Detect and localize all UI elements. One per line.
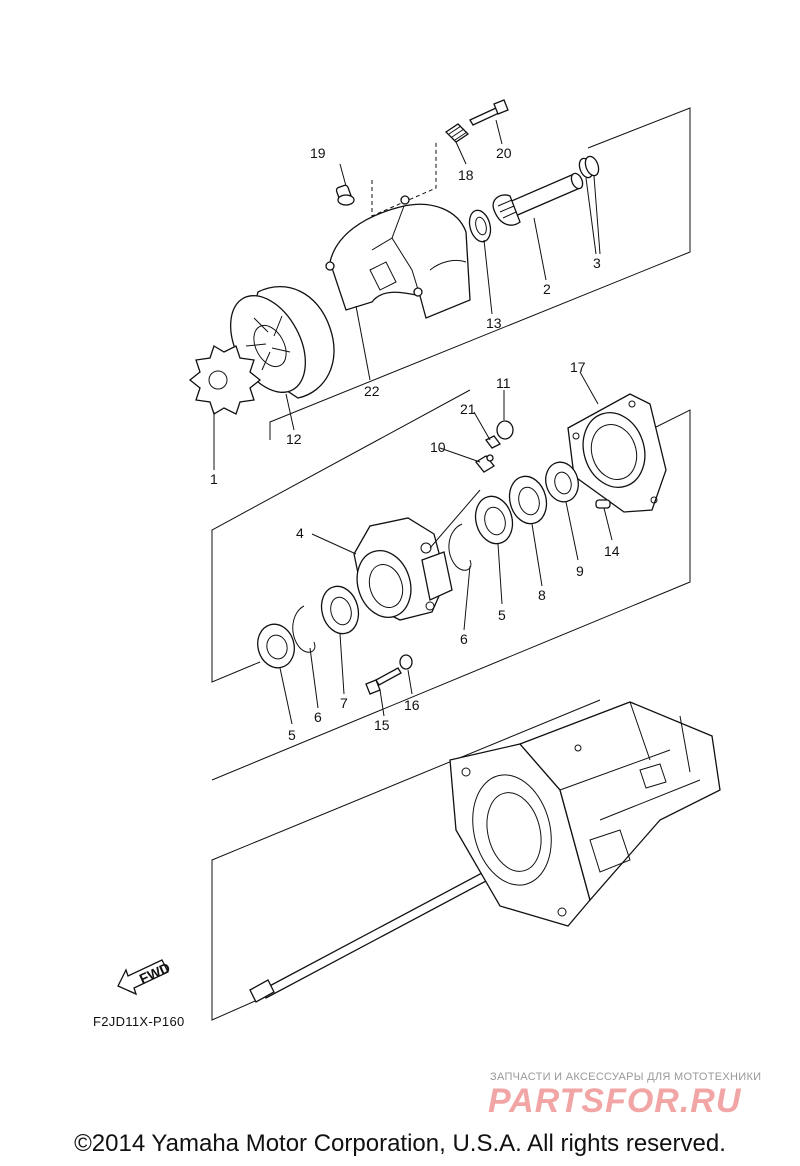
- callout-21: 21: [460, 401, 476, 417]
- watermark-tagline: ЗАПЧАСТИ И АКСЕССУАРЫ ДЛЯ МОТОТЕХНИКИ: [490, 1071, 762, 1083]
- part-9-oil-seal: [545, 461, 579, 503]
- top-assembly-frame: [269, 107, 691, 440]
- callout-10: 10: [430, 439, 446, 455]
- callout-5-upper: 5: [498, 607, 506, 623]
- callout-15: 15: [374, 717, 390, 733]
- callout-2: 2: [543, 281, 551, 297]
- part-8-bearing: [508, 475, 548, 525]
- callout-16: 16: [404, 697, 420, 713]
- driveshaft: [249, 855, 519, 1003]
- part-4-bearing-housing: [353, 517, 453, 621]
- middle-assembly-frame: [211, 389, 691, 781]
- callout-22: 22: [364, 383, 380, 399]
- callout-8: 8: [538, 587, 546, 603]
- bottom-assembly-frame: [211, 699, 601, 1021]
- watermark-logo: PARTSFOR.RU: [488, 1082, 742, 1120]
- part-6-circlip-lower: [292, 605, 316, 653]
- part-15-bolt: [365, 667, 402, 695]
- callout-13: 13: [486, 315, 502, 331]
- part-2-shaft: [492, 172, 584, 226]
- part-11-cap: [496, 420, 514, 440]
- part-3-o-rings: [578, 155, 600, 179]
- leader-lines: [213, 119, 613, 725]
- part-21-fitting: [485, 435, 501, 449]
- callout-3: 3: [593, 255, 601, 271]
- part-19-pin: [335, 184, 355, 206]
- part-18-spring: [444, 123, 470, 143]
- diagram-code: F2JD11X-P160: [93, 1014, 185, 1029]
- callout-11: 11: [496, 375, 511, 391]
- part-20-bolt: [469, 99, 509, 126]
- jet-pump-assembly: [449, 701, 721, 927]
- callout-9: 9: [576, 563, 584, 579]
- part-5-bearing-upper: [474, 495, 514, 545]
- part-5-bearing-lower: [257, 623, 295, 669]
- callout-5-lower: 5: [288, 727, 296, 743]
- callout-7: 7: [340, 695, 348, 711]
- part-13-washer: [468, 209, 492, 243]
- callout-18: 18: [458, 167, 474, 183]
- part-10-nipple: [475, 454, 495, 473]
- fwd-arrow-icon: FWD: [117, 959, 173, 996]
- fwd-label: FWD: [137, 959, 173, 987]
- callout-14: 14: [604, 543, 620, 559]
- part-17-housing: [567, 393, 667, 513]
- callout-17: 17: [570, 359, 586, 375]
- part-14-dowel: [595, 499, 611, 509]
- callout-20: 20: [496, 145, 512, 161]
- callout-1: 1: [210, 471, 218, 487]
- part-6-circlip-upper: [448, 523, 472, 571]
- part-22-cover: [325, 195, 471, 319]
- callouts: 1 2 3 4 5 5 6 6 7 8 9 10 11 12 13 14 15 …: [210, 145, 620, 743]
- callout-12: 12: [286, 431, 302, 447]
- callout-19: 19: [310, 145, 326, 161]
- callout-4: 4: [296, 525, 304, 541]
- callout-6-lower: 6: [314, 709, 322, 725]
- part-16-washer: [399, 654, 413, 670]
- callout-6-upper: 6: [460, 631, 468, 647]
- copyright-notice: ©2014 Yamaha Motor Corporation, U.S.A. A…: [74, 1130, 726, 1157]
- part-1-damper: [188, 345, 262, 415]
- part-7-bearing: [320, 585, 360, 635]
